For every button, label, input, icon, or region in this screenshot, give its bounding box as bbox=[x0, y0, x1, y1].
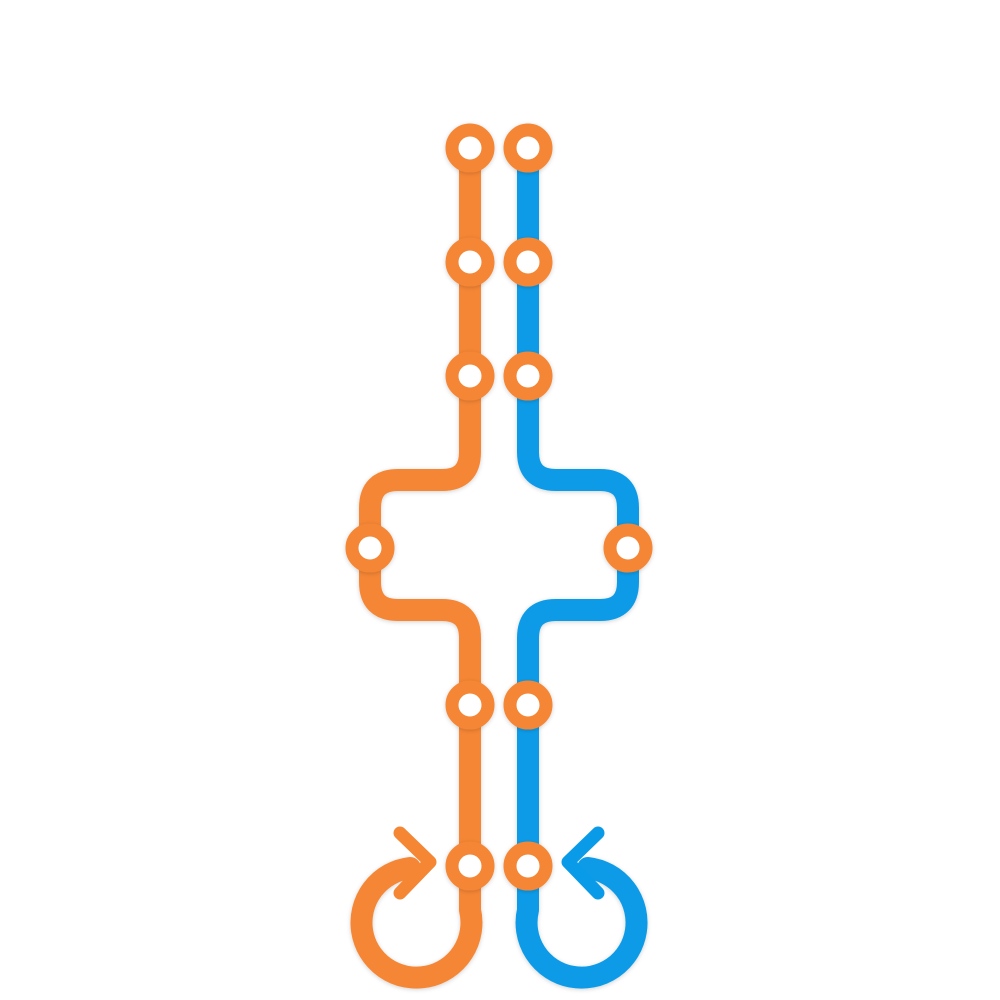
station[interactable] bbox=[603, 523, 653, 573]
orange-loop-arrowhead bbox=[393, 826, 437, 900]
station[interactable] bbox=[445, 680, 495, 730]
blue-loop-arrowhead bbox=[561, 826, 605, 900]
stations bbox=[345, 123, 653, 891]
station[interactable] bbox=[445, 237, 495, 287]
station[interactable] bbox=[445, 841, 495, 891]
station[interactable] bbox=[445, 123, 495, 173]
station[interactable] bbox=[503, 351, 553, 401]
station[interactable] bbox=[503, 123, 553, 173]
station[interactable] bbox=[503, 237, 553, 287]
station[interactable] bbox=[503, 841, 553, 891]
station[interactable] bbox=[503, 680, 553, 730]
orange-route-line bbox=[350, 137, 483, 989]
station[interactable] bbox=[445, 351, 495, 401]
station[interactable] bbox=[345, 523, 395, 573]
blue-route-line bbox=[515, 137, 648, 989]
